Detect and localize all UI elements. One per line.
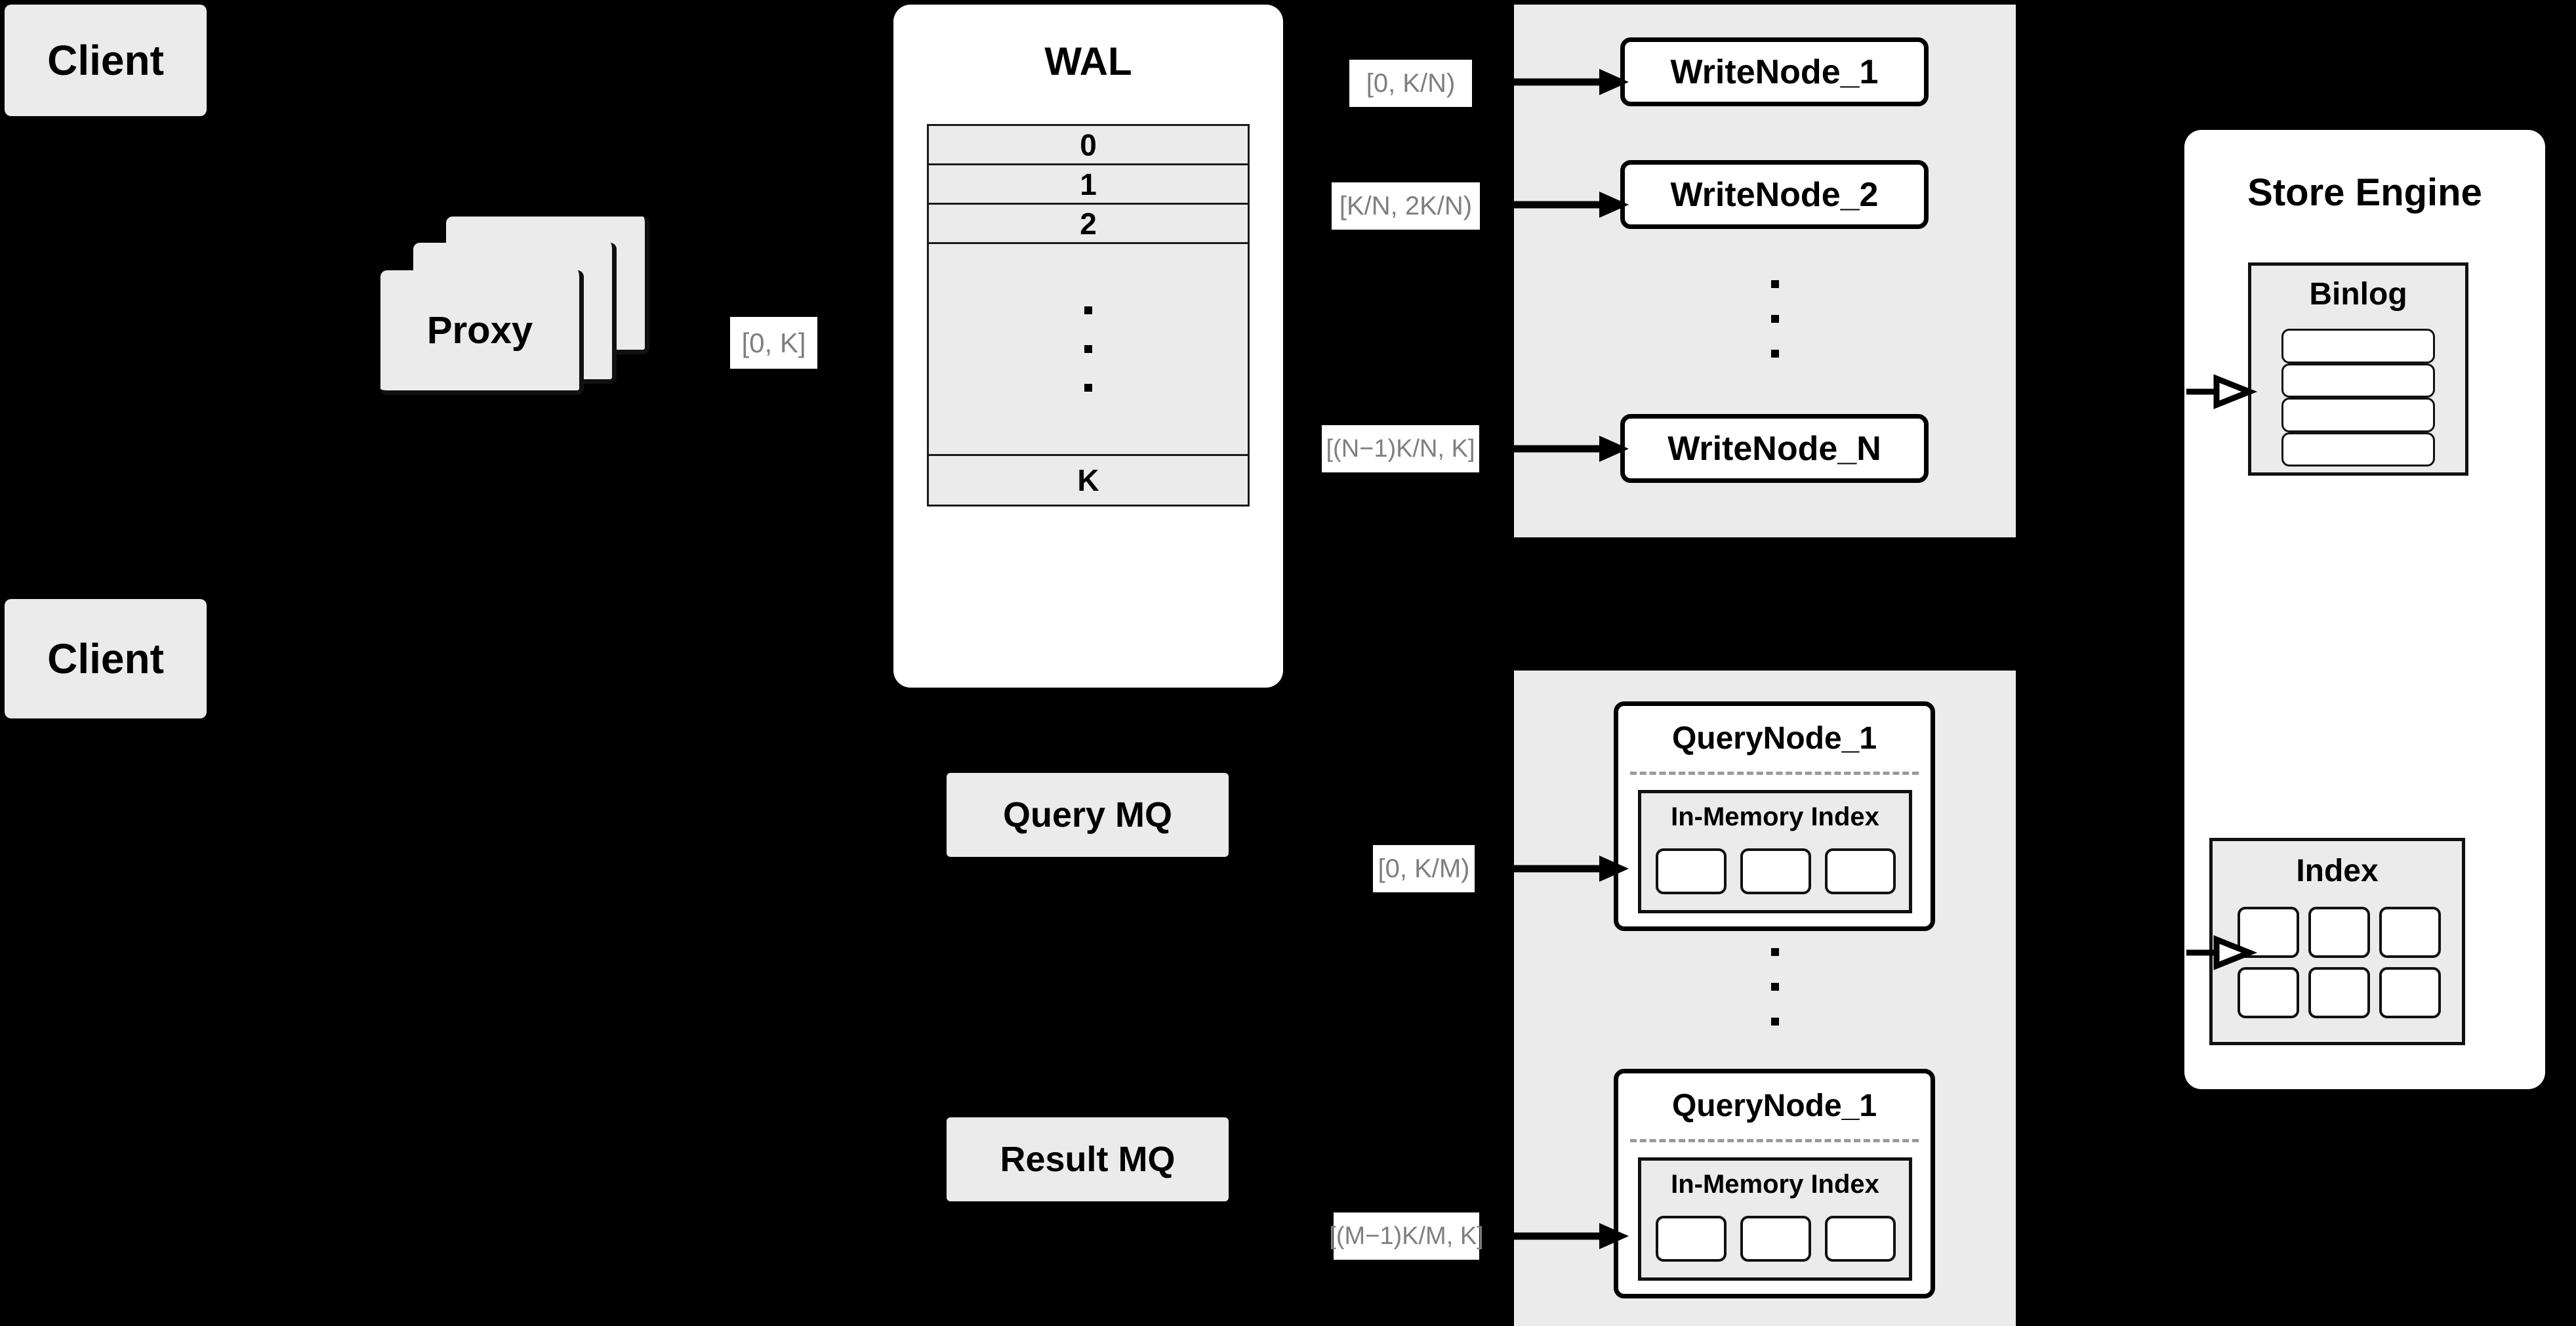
- write-node-1-range-label: [0, K/N): [1349, 60, 1472, 107]
- index-panel: Index: [2209, 838, 2465, 1045]
- index-cell[interactable]: [2308, 967, 2370, 1018]
- query-node-1-divider: [1630, 772, 1919, 775]
- write-node-n-arrow-icon: [1514, 436, 1629, 462]
- index-cell[interactable]: [1656, 1216, 1727, 1262]
- store-engine-panel: Store Engine Binlog Index: [2184, 130, 2545, 1089]
- client-box-1[interactable]: Client: [5, 5, 207, 116]
- proxy-range-label: [0, K]: [730, 317, 817, 369]
- query-node-m-divider: [1630, 1139, 1919, 1142]
- write-node-2-arrow-icon: [1514, 192, 1629, 218]
- query-node-1-title: QueryNode_1: [1671, 721, 1877, 756]
- query-node-m-title: QueryNode_1: [1671, 1088, 1877, 1123]
- proxy-stack[interactable]: Proxy: [380, 217, 663, 433]
- query-node-1-index-cells: [1656, 848, 1896, 894]
- binlog-row[interactable]: [2281, 363, 2435, 398]
- wal-row[interactable]: 2: [927, 205, 1250, 244]
- query-node-m[interactable]: QueryNode_1 In-Memory Index: [1614, 1069, 1935, 1298]
- query-node-1-memory-index-title: In-Memory Index: [1671, 802, 1879, 831]
- wal-row-list: 0 1 2 K: [927, 124, 1250, 632]
- write-cluster-vertical-dots-icon: [1770, 280, 1780, 358]
- write-node-n-label: WriteNode_N: [1667, 429, 1881, 468]
- query-node-m-index-cells: [1656, 1216, 1896, 1262]
- query-node-1-range-label: [0, K/M): [1373, 845, 1475, 892]
- query-mq-label: Query MQ: [1002, 795, 1173, 835]
- wal-row[interactable]: 0: [927, 124, 1250, 165]
- client-box-2[interactable]: Client: [5, 599, 207, 718]
- write-node-2-range-label: [K/N, 2K/N): [1332, 182, 1480, 230]
- query-cluster-vertical-dots-icon: [1770, 948, 1780, 1026]
- query-node-m-memory-index-title: In-Memory Index: [1671, 1170, 1879, 1199]
- index-grid: [2238, 907, 2441, 1018]
- index-cell[interactable]: [2379, 907, 2441, 958]
- query-node-m-range-label: [(M−1)K/M, K]: [1329, 1212, 1484, 1260]
- query-node-1-memory-index: In-Memory Index: [1638, 790, 1912, 913]
- query-node-1[interactable]: QueryNode_1 In-Memory Index: [1614, 701, 1935, 931]
- binlog-row[interactable]: [2281, 329, 2435, 363]
- wal-row[interactable]: 1: [927, 165, 1250, 205]
- binlog-row[interactable]: [2281, 398, 2435, 432]
- proxy-card-front[interactable]: Proxy: [380, 270, 584, 395]
- wal-title: WAL: [1044, 39, 1132, 83]
- client-label-1: Client: [47, 37, 164, 84]
- write-node-1-arrow-icon: [1514, 69, 1629, 95]
- index-cell[interactable]: [1740, 1216, 1811, 1262]
- write-node-n[interactable]: WriteNode_N: [1620, 414, 1929, 483]
- client-label-2: Client: [47, 635, 164, 682]
- index-inflow-arrow-icon: [2186, 935, 2258, 970]
- query-node-m-arrow-icon: [1514, 1223, 1629, 1249]
- index-cell[interactable]: [2308, 907, 2370, 958]
- index-cell[interactable]: [1656, 848, 1727, 894]
- binlog-title: Binlog: [2309, 277, 2407, 312]
- wal-vertical-dots-icon: [1084, 306, 1092, 392]
- wal-panel: WAL 0 1 2 K: [893, 5, 1283, 688]
- proxy-label: Proxy: [426, 309, 533, 352]
- query-node-m-memory-index: In-Memory Index: [1638, 1157, 1912, 1281]
- index-cell[interactable]: [2379, 967, 2441, 1018]
- wal-row-ellipsis: [927, 244, 1250, 456]
- write-node-2[interactable]: WriteNode_2: [1620, 160, 1929, 229]
- write-node-1-label: WriteNode_1: [1670, 52, 1879, 91]
- query-node-1-arrow-icon: [1514, 856, 1629, 882]
- wal-row[interactable]: K: [927, 456, 1250, 507]
- binlog-inflow-arrow-icon: [2186, 374, 2258, 409]
- index-title: Index: [2296, 854, 2379, 888]
- binlog-rows: [2281, 329, 2435, 466]
- result-mq-box[interactable]: Result MQ: [947, 1117, 1229, 1201]
- index-cell[interactable]: [1825, 848, 1896, 894]
- store-engine-title: Store Engine: [2247, 171, 2482, 214]
- index-cell[interactable]: [2238, 967, 2299, 1018]
- write-node-1[interactable]: WriteNode_1: [1620, 37, 1929, 106]
- index-cell[interactable]: [2238, 907, 2299, 958]
- binlog-row[interactable]: [2281, 432, 2435, 466]
- write-node-n-range-label: [(N−1)K/N, K]: [1322, 425, 1479, 472]
- write-node-2-label: WriteNode_2: [1670, 175, 1879, 214]
- index-cell[interactable]: [1825, 1216, 1896, 1262]
- query-mq-box[interactable]: Query MQ: [947, 773, 1229, 857]
- index-cell[interactable]: [1740, 848, 1811, 894]
- binlog-panel: Binlog: [2248, 262, 2468, 476]
- result-mq-label: Result MQ: [1000, 1140, 1176, 1179]
